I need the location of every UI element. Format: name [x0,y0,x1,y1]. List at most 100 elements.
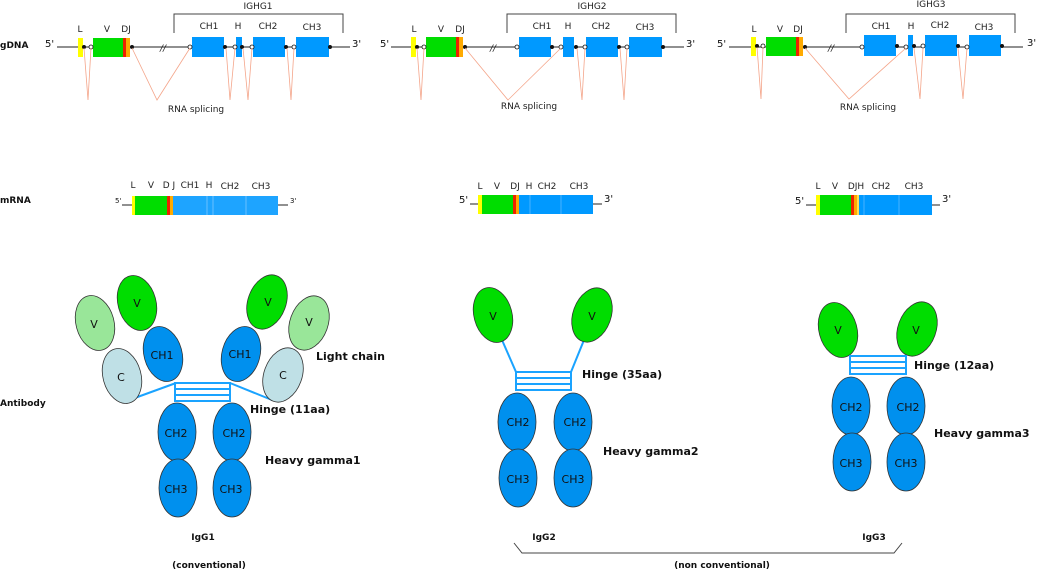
label-dj: DJ [793,25,803,35]
three-prime-label: 3' [352,39,361,50]
label-h: H [206,181,213,191]
label-ch3: CH3 [252,182,271,192]
exon-variable [426,37,456,57]
light-chain-v-domain [288,295,330,351]
mrna-3: 5' 3' L V DJH CH2 CH3 [795,182,951,215]
five-prime-label: 5' [459,195,468,206]
break-mark: // [489,44,497,54]
three-prime-label: 3' [942,194,951,205]
seg-constant [519,195,593,214]
light-chain-v-domain [74,295,116,351]
v-hinge-link [501,339,517,373]
mrna-1: 5' 3' L V D J CH1 H CH2 CH3 [115,181,296,215]
gene-bracket [845,13,1016,33]
antibody-igg2: V V CH2 CH2 CH3 CH3 Hinge (35aa) Heavy g… [472,287,699,543]
isotype-label: IgG2 [532,533,555,543]
heavy-v-domain [571,287,613,343]
exon-j-segment [799,37,803,56]
label-ch1: CH1 [200,22,219,32]
heavy-v-domain [116,275,158,331]
gene-label: IGHG2 [577,2,606,12]
light-chain-c-domain [262,347,304,403]
seg-constant [173,196,278,215]
hinge-label: Hinge (35aa) [582,368,662,381]
heavy-v-domain [817,302,859,358]
exon-d-segment [123,38,126,57]
label-ch1: CH1 [181,181,200,191]
label-l: L [815,182,820,192]
five-prime-label: 5' [795,196,804,207]
domain-label-ch3: CH3 [220,483,243,496]
label-l: L [411,25,416,35]
label-ch2: CH2 [221,182,240,192]
row-label-mrna: mRNA [0,196,31,206]
light-heavy-link [229,382,273,401]
exon-ch2 [253,37,285,57]
exon-hinge [563,37,574,57]
label-ch2: CH2 [538,182,557,192]
exon-ch1 [519,37,551,57]
domain-label-ch2: CH2 [165,427,188,440]
label-l: L [477,182,482,192]
three-prime-label: 3' [1027,38,1036,49]
seg-j [170,196,173,215]
exon-ch1 [864,35,896,56]
ch3-domain [158,458,198,518]
splice-acceptor-sites [421,44,630,50]
mrna-2: 5' 3' L V DJ H CH2 CH3 [459,182,613,214]
ch1-domain [220,326,262,382]
exon-variable [766,37,796,56]
label-v: V [832,182,839,192]
label-dj: D J [163,181,175,191]
label-ch3: CH3 [975,23,994,33]
three-prime-label: 3' [686,39,695,50]
label-l: L [77,25,82,35]
domain-label-ch1: CH1 [151,349,174,362]
exon-ch2 [925,35,957,56]
five-prime-label: 5' [45,39,54,50]
hinge-disulfide-bonds [174,382,231,402]
class-label: (conventional) [172,561,246,570]
gene-label: IGHG3 [916,0,945,10]
splice-lines [756,46,968,100]
seg-d [513,195,516,214]
seg-variable [135,196,167,215]
domain-label-v: V [90,318,98,331]
heavy-chain-label: Heavy gamma1 [265,454,361,467]
exon-hinge [908,35,913,56]
label-ch3: CH3 [636,23,655,33]
splice-donor-sites [415,45,665,49]
hinge-disulfide-bonds [849,355,907,375]
label-ch3: CH3 [905,182,924,192]
heavy-chain-label: Heavy gamma2 [603,445,699,458]
domain-label-ch2: CH2 [840,401,863,414]
gene-bracket [173,13,344,33]
rna-splicing-label: RNA splicing [168,105,224,115]
seg-leader [816,195,820,215]
domain-label-ch3: CH3 [165,483,188,496]
ch3-domain [212,458,252,518]
exon-ch2 [586,37,618,57]
domain-label-c: C [117,371,125,384]
label-djh: DJH [848,182,864,192]
exon-d-segment [796,37,799,56]
seg-j [516,195,519,214]
label-v: V [438,25,445,35]
three-prime-label: 3' [604,194,613,205]
label-l: L [130,181,135,191]
non-conventional-bracket [513,542,903,554]
seg-d [851,195,854,215]
splice-lines [416,47,628,101]
break-mark: // [827,44,835,54]
exon-ch3 [969,35,1001,56]
seg-constant [859,195,932,215]
break-mark: // [159,44,167,54]
label-dj: DJ [121,25,131,35]
exon-leader [751,37,756,56]
row-label-antibody: Antibody [0,399,46,409]
rna-splicing-label: RNA splicing [501,102,557,112]
seg-leader [478,195,482,214]
seg-j [854,195,857,215]
domain-label-ch1: CH1 [229,348,252,361]
